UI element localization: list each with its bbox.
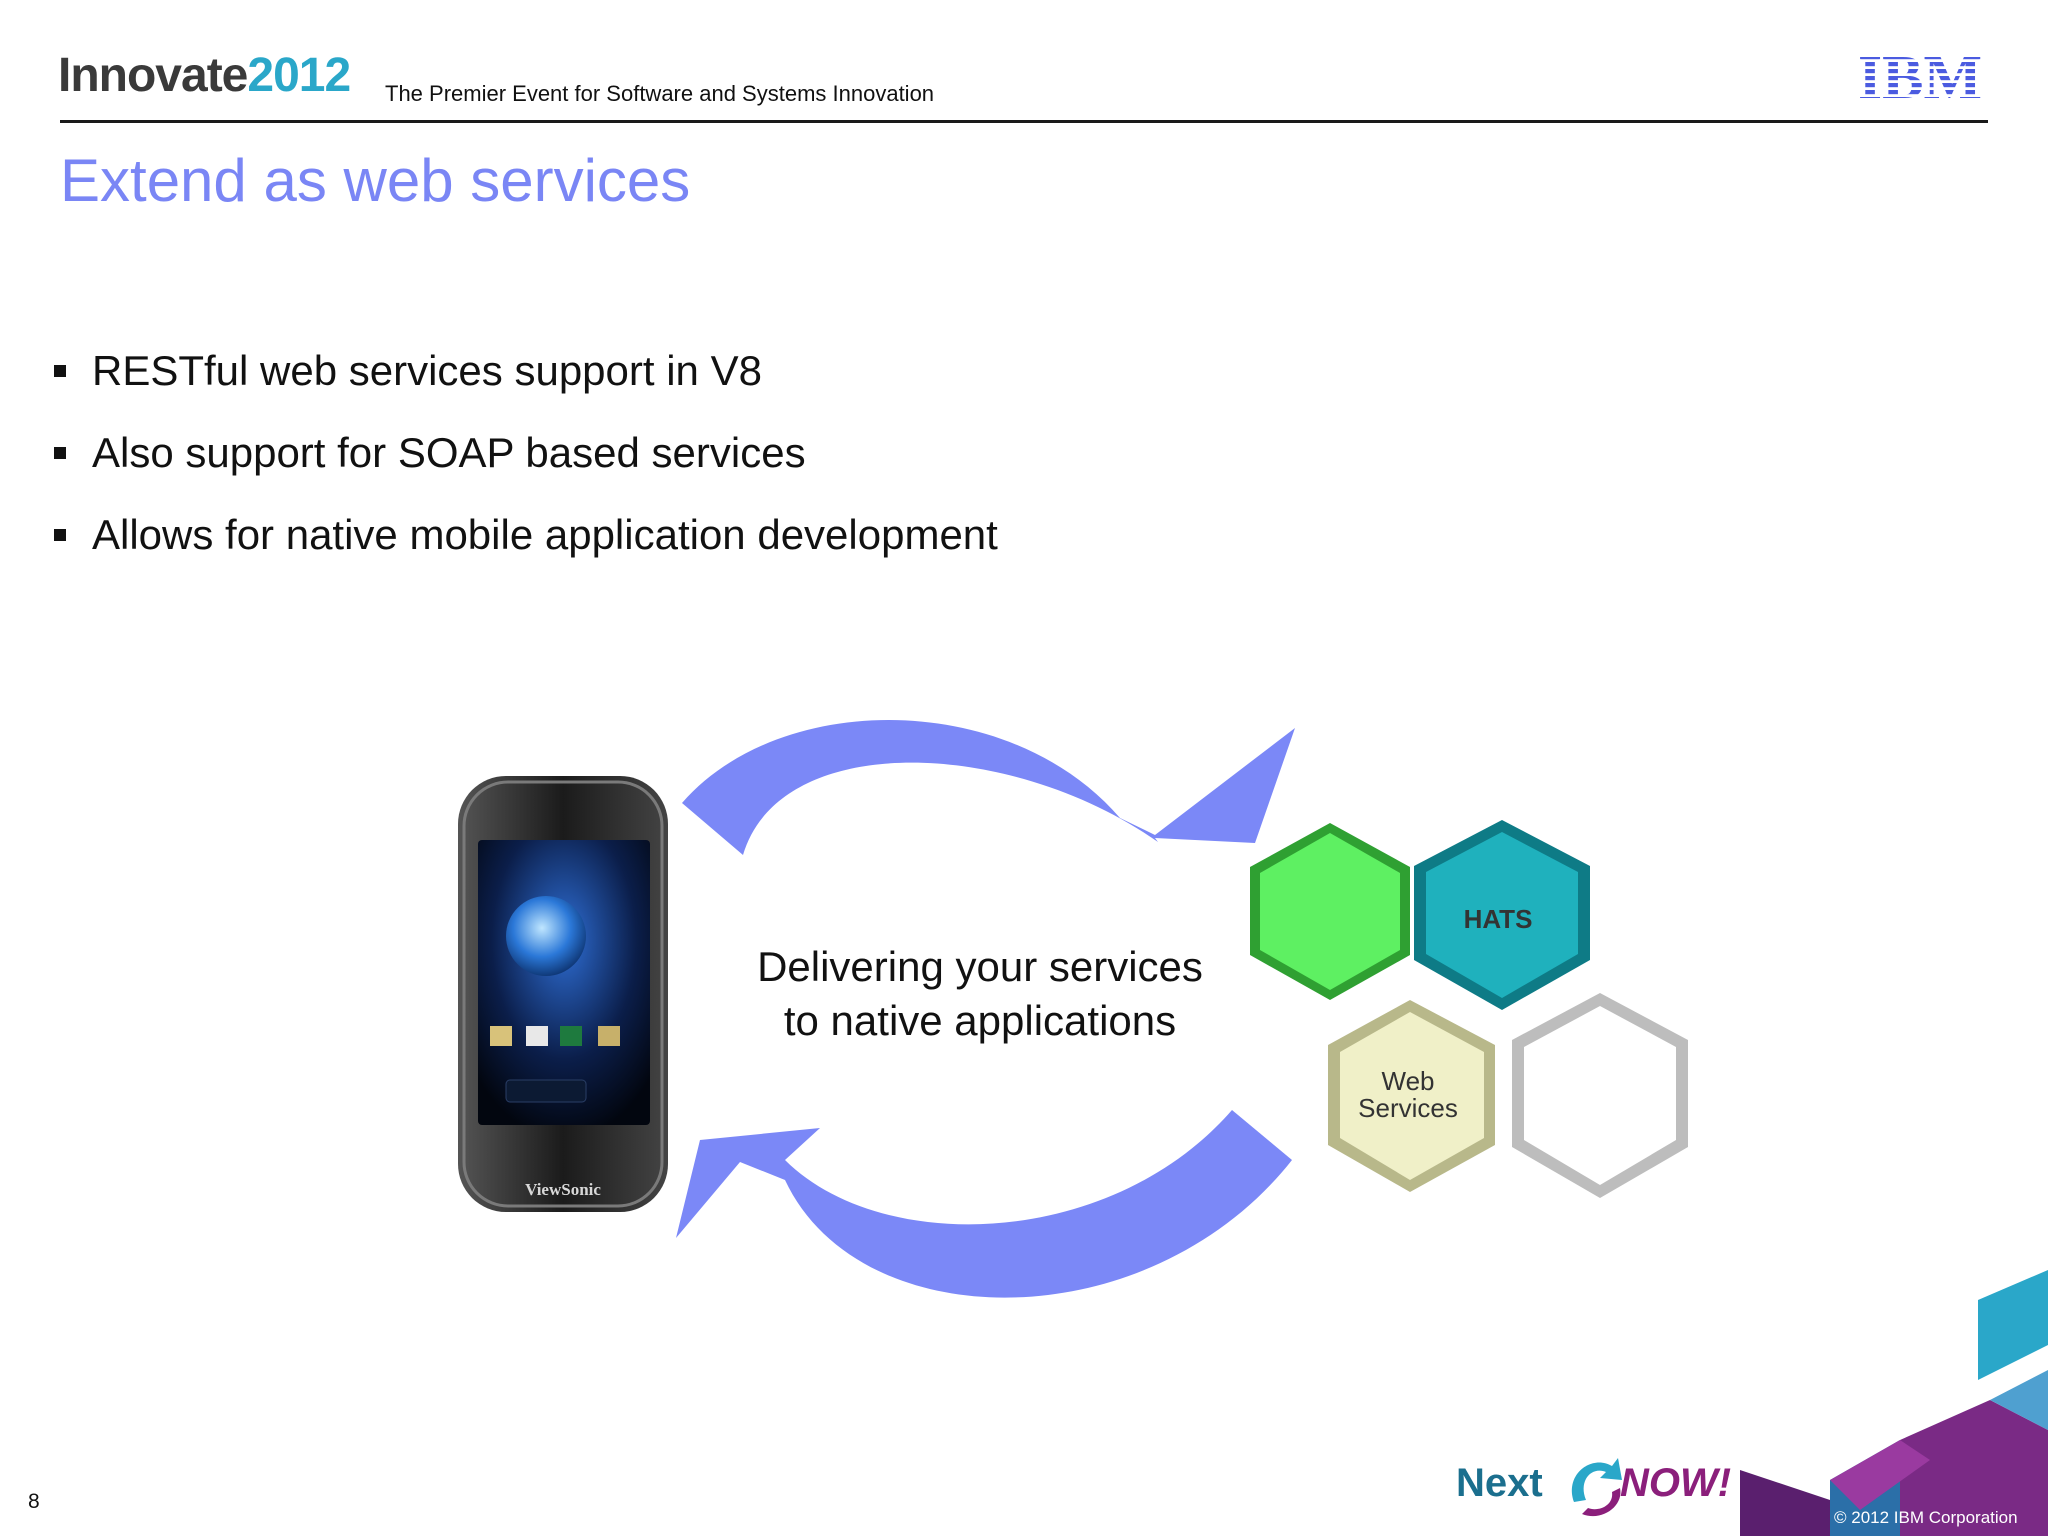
bullet-item: RESTful web services support in V8 bbox=[52, 330, 998, 412]
hats-hexagon: HATS bbox=[1414, 820, 1590, 1010]
event-tagline: The Premier Event for Software and Syste… bbox=[385, 81, 935, 106]
logo-year: 2012 bbox=[247, 49, 351, 102]
bullet-text: Allows for native mobile application dev… bbox=[92, 511, 998, 558]
header-divider bbox=[60, 120, 1988, 123]
bullet-item: Also support for SOAP based services bbox=[52, 412, 998, 494]
hexagon-cluster: HATS Web Services bbox=[1250, 820, 1688, 1198]
bullet-marker bbox=[54, 529, 66, 541]
bullet-text: Also support for SOAP based services bbox=[92, 429, 806, 476]
corner-decoration bbox=[1740, 1270, 2048, 1536]
ibm-logo: IBM bbox=[1858, 48, 1982, 104]
bullet-item: Allows for native mobile application dev… bbox=[52, 494, 998, 576]
caption-line-1: Delivering your services bbox=[757, 943, 1203, 990]
caption-line-2: to native applications bbox=[783, 997, 1177, 1044]
svg-text:Next: Next bbox=[1456, 1461, 1543, 1505]
bullet-marker bbox=[54, 365, 66, 377]
copyright-notice: © 2012 IBM Corporation bbox=[1834, 1508, 2018, 1527]
page-number: 8 bbox=[28, 1490, 40, 1513]
svg-text:HATS: HATS bbox=[1464, 904, 1533, 934]
white-hexagon bbox=[1512, 993, 1688, 1198]
swirl-arrow-icon bbox=[1571, 1458, 1622, 1502]
green-hexagon bbox=[1250, 823, 1410, 1000]
logo-innovate-word: Innovate bbox=[58, 49, 248, 102]
bullet-text: RESTful web services support in V8 bbox=[92, 347, 762, 394]
svg-text:IBM: IBM bbox=[1858, 48, 1982, 104]
slide-title: Extend as web services bbox=[60, 147, 691, 214]
top-cycle-arrow bbox=[682, 720, 1295, 855]
svg-text:Web: Web bbox=[1382, 1066, 1435, 1096]
web-services-hexagon: Web Services bbox=[1328, 1000, 1495, 1192]
svg-text:Services: Services bbox=[1358, 1093, 1458, 1123]
svg-text:ViewSonic: ViewSonic bbox=[525, 1180, 601, 1199]
bullet-marker bbox=[54, 447, 66, 459]
diagram-caption: Delivering your services to native appli… bbox=[720, 940, 1240, 1048]
innovate-2012-logo: Innovate2012 bbox=[58, 49, 351, 102]
next-now-logo: Next NOW! bbox=[1456, 1458, 1731, 1517]
mobile-phone-image: ViewSonic bbox=[458, 776, 668, 1212]
bottom-cycle-arrow bbox=[676, 1110, 1292, 1298]
bullet-list: RESTful web services support in V8 Also … bbox=[52, 330, 998, 576]
services-cycle-diagram: ViewSonic HATS Web Services bbox=[458, 720, 1688, 1298]
svg-text:NOW!: NOW! bbox=[1620, 1461, 1731, 1505]
